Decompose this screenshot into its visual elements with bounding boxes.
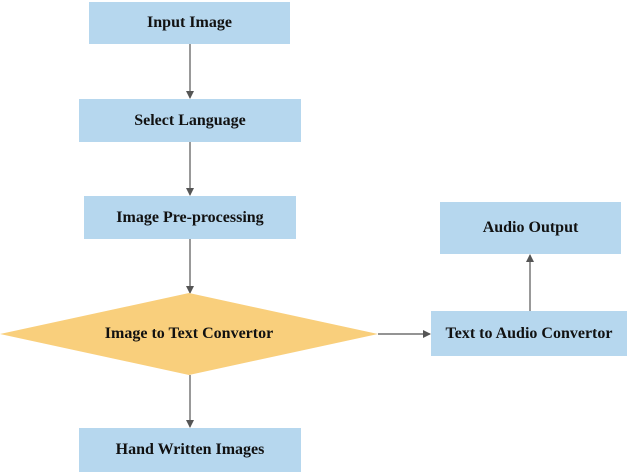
preprocessing-label: Image Pre-processing [116,208,264,226]
hand-written-box: Hand Written Images [79,428,301,472]
input-image-label: Input Image [147,14,232,31]
select-language-label: Select Language [134,111,246,129]
text-to-audio-box: Text to Audio Convertor [431,311,627,356]
preprocessing-box: Image Pre-processing [84,196,296,239]
audio-output-box: Audio Output [440,202,621,254]
image-to-text-decision: Image to Text Convertor [0,293,378,375]
diamond-shape [0,293,378,375]
hand-written-label: Hand Written Images [115,441,265,458]
select-language-box: Select Language [79,99,301,142]
text-to-audio-label: Text to Audio Convertor [445,324,613,342]
input-image-box: Input Image [89,2,290,44]
audio-output-label: Audio Output [482,219,579,236]
image-to-text-label: Image to Text Convertor [104,325,274,342]
